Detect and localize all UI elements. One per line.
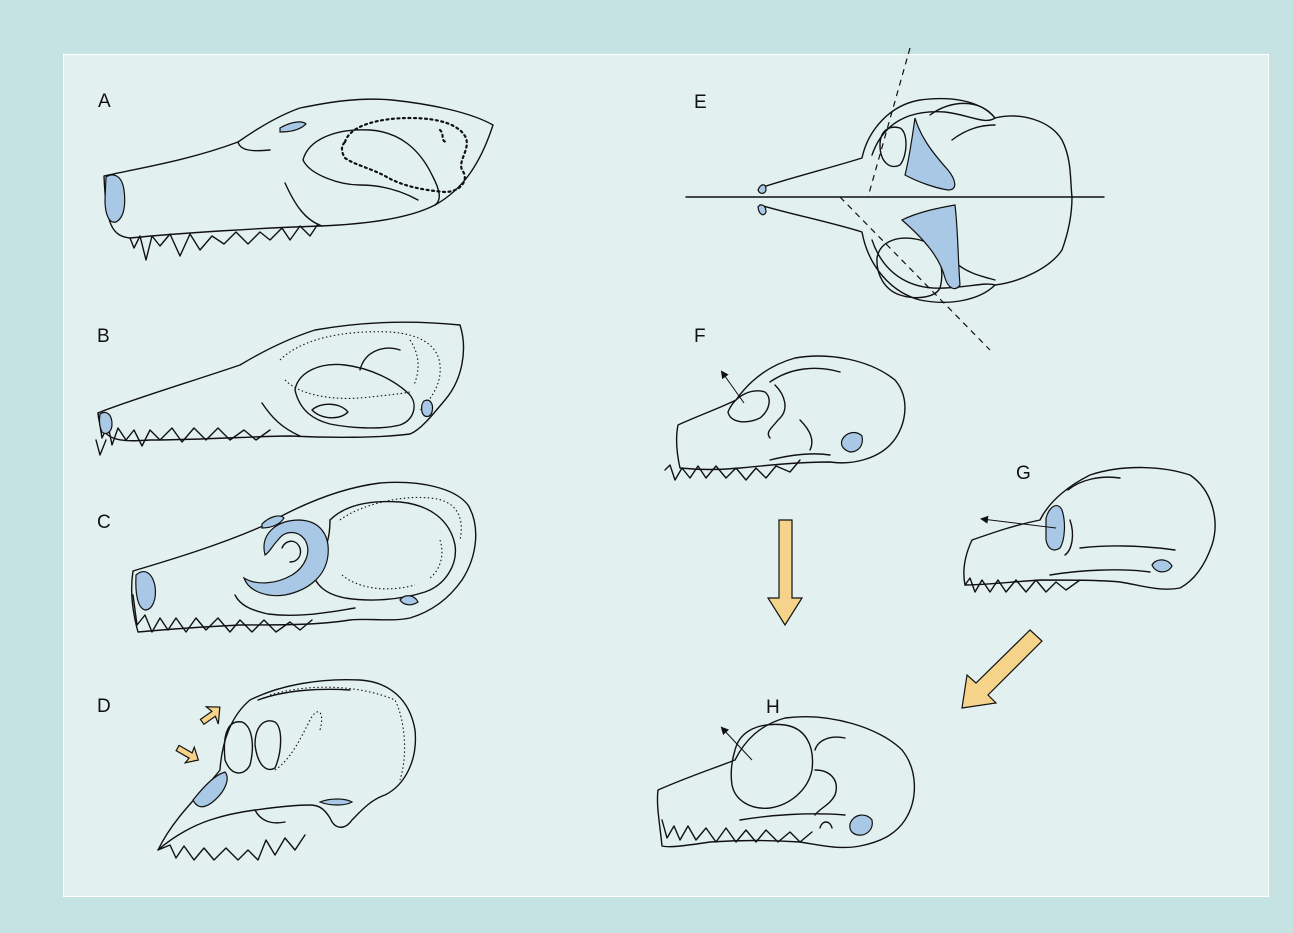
highlight-region <box>320 799 352 805</box>
highlight-region <box>400 596 418 605</box>
highlight-region <box>280 122 306 132</box>
skull-g <box>964 468 1215 593</box>
thin-arrow-icon <box>982 519 1056 528</box>
skull-b <box>96 322 464 455</box>
block-arrow-icon <box>962 630 1042 708</box>
skull-h <box>657 717 914 848</box>
highlight-region <box>105 175 125 222</box>
highlight-region <box>422 400 433 416</box>
label-c: C <box>97 512 111 533</box>
label-b: B <box>97 326 110 347</box>
skull-a <box>104 99 493 260</box>
block-arrow-icon <box>196 700 227 730</box>
block-arrow-icon <box>173 740 203 768</box>
label-g: G <box>1016 463 1031 484</box>
skull-e <box>686 48 1104 350</box>
label-e: E <box>694 92 707 113</box>
thin-arrow-icon <box>722 372 744 403</box>
highlight-region <box>841 433 862 452</box>
skull-d <box>158 680 415 860</box>
label-d: D <box>97 696 111 717</box>
highlight-region <box>1152 560 1172 572</box>
block-arrow-icon <box>768 520 802 625</box>
highlight-region <box>136 572 156 610</box>
highlight-region <box>850 815 873 835</box>
skull-c <box>132 482 476 632</box>
skull-f <box>665 356 905 480</box>
label-f: F <box>694 326 706 347</box>
label-a: A <box>98 91 111 112</box>
highlight-region <box>99 412 112 433</box>
label-h: H <box>766 697 780 718</box>
